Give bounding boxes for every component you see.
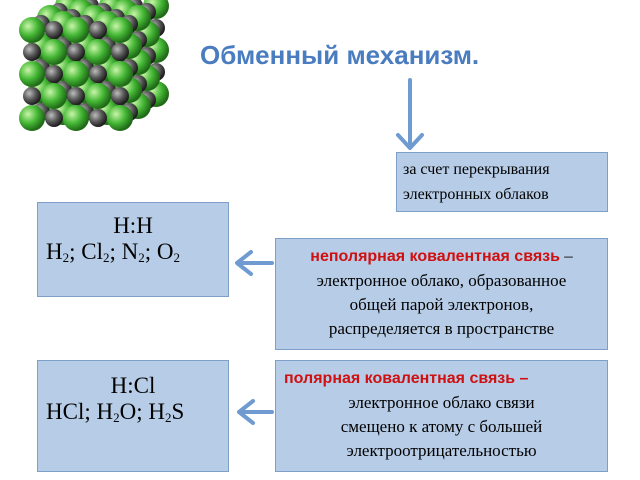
polar-definition-box: полярная ковалентная связь – электронное… [275, 360, 608, 472]
arrow-down-head [396, 133, 424, 150]
formula-separator: ; [144, 239, 157, 264]
arrow-left-1-head [235, 250, 253, 276]
formula-symbol: Cl [81, 239, 103, 264]
chlorine-atom [107, 105, 133, 131]
nonpolar-dash: – [559, 246, 573, 265]
sodium-atom [67, 43, 85, 61]
sodium-atom [45, 65, 63, 83]
chlorine-atom [85, 83, 111, 109]
sodium-atom [67, 87, 85, 105]
overlap-line-2: электронных облаков [403, 186, 549, 203]
chlorine-atom [19, 17, 45, 43]
polar-formula-box: H:Cl HCl; H2O; H2S [37, 360, 229, 472]
formula-symbol: O [156, 239, 174, 264]
nonpolar-line-1: неполярная ковалентная связь – [276, 244, 607, 269]
polar-term: полярная ковалентная связь – [284, 370, 529, 387]
polar-line-4: электроотрицательностью [346, 441, 537, 460]
arrow-left-2-head [237, 399, 255, 425]
polar-formula-main: H:Cl [110, 373, 156, 398]
nonpolar-formula-main: H:H [113, 213, 153, 238]
chlorine-atom [19, 61, 45, 87]
nonpolar-term: неполярная ковалентная связь [310, 248, 560, 265]
formula-separator: ; [136, 399, 149, 424]
polar-formula-list: HCl; H2O; H2S [38, 399, 228, 431]
sodium-atom [45, 21, 63, 39]
sodium-atom [89, 21, 107, 39]
chlorine-atom [107, 17, 133, 43]
formula-separator: ; [69, 239, 82, 264]
sodium-atom [111, 43, 129, 61]
polar-line-2: электронное облако связи [348, 393, 535, 412]
formula-subscript: 2 [103, 250, 110, 265]
sodium-atom [45, 109, 63, 127]
formula-symbol: O [119, 399, 137, 424]
formula-subscript: 2 [138, 250, 145, 265]
nonpolar-formula-box: H:H H2; Cl2; N2; O2 [37, 202, 229, 297]
chlorine-atom [63, 105, 89, 131]
chlorine-atom [19, 105, 45, 131]
sodium-atom [23, 43, 41, 61]
chlorine-atom [85, 39, 111, 65]
overlap-box: за счет перекрывания электронных облаков [396, 152, 608, 212]
nonpolar-line-2: электронное облако, образованное [316, 271, 567, 290]
crystal-lattice-icon [19, 0, 169, 131]
formula-subscript: 2 [173, 250, 181, 265]
chlorine-atom [107, 61, 133, 87]
polar-line-1: полярная ковалентная связь – [276, 366, 607, 391]
formula-separator: ; [84, 399, 97, 424]
formula-symbol: S [171, 399, 185, 424]
chlorine-atom [63, 17, 89, 43]
formula-subscript: 2 [62, 250, 70, 265]
overlap-line-1: за счет перекрывания [403, 161, 550, 178]
nonpolar-line-4: распределяется в пространстве [328, 319, 555, 338]
nonpolar-line-3: общей парой электронов, [349, 295, 534, 314]
chlorine-atom [63, 61, 89, 87]
formula-symbol: H [46, 239, 63, 264]
formula-symbol: H [96, 399, 114, 424]
formula-symbol: N [121, 239, 139, 264]
formula-symbol: H [148, 399, 165, 424]
page-title: Обменный механизм. [200, 40, 480, 70]
polar-line-3: смещено к атому с большей [340, 417, 543, 436]
formula-subscript: 2 [165, 410, 172, 425]
sodium-atom [111, 87, 129, 105]
chlorine-atom [41, 39, 67, 65]
sodium-atom [89, 109, 107, 127]
chlorine-atom [41, 83, 67, 109]
formula-separator: ; [109, 239, 122, 264]
sodium-atom [89, 65, 107, 83]
sodium-atom [23, 87, 41, 105]
nonpolar-definition-box: неполярная ковалентная связь – электронн… [275, 238, 608, 350]
nonpolar-formula-list: H2; Cl2; N2; O2 [38, 239, 228, 271]
formula-subscript: 2 [113, 410, 120, 425]
formula-symbol: HCl [46, 399, 85, 424]
